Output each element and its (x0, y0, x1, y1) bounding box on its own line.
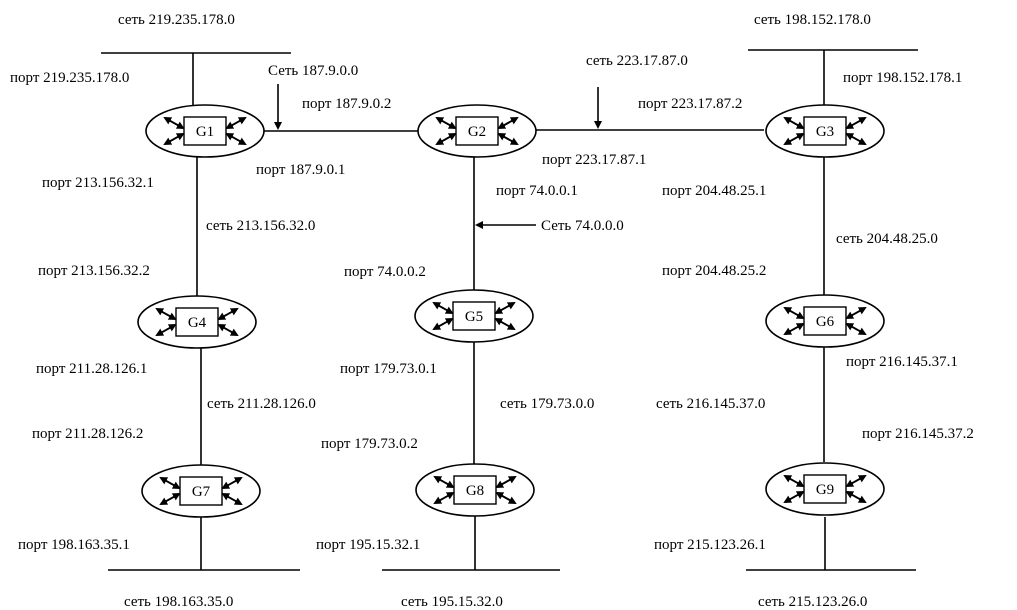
gateway-arrow (784, 117, 805, 129)
gateway-arrow (436, 117, 457, 129)
gateway-g2: G2 (417, 104, 537, 158)
gateway-arrow (434, 476, 455, 488)
port-label-198-163: порт 198.163.35.1 (18, 537, 130, 553)
gateway-box (453, 475, 497, 505)
gateway-arrow (221, 493, 242, 505)
gateway-arrow (845, 491, 866, 503)
gateway-g4: G4 (137, 295, 257, 349)
gateway-arrow (845, 323, 866, 335)
gateway-label: G1 (196, 124, 214, 140)
gateway-arrow (784, 491, 805, 503)
gateway-g9: G9 (765, 462, 885, 516)
gateway-arrow (221, 477, 242, 489)
gateway-g1: G1 (145, 104, 265, 158)
gateway-arrow (845, 133, 866, 145)
gateway-arrow (497, 117, 518, 129)
port-label-219: порт 219.235.178.0 (10, 70, 129, 86)
port-label-211-2: порт 211.28.126.2 (32, 426, 143, 442)
gateway-arrow (160, 477, 181, 489)
gateway-arrow (156, 324, 177, 336)
gateway-arrow (784, 323, 805, 335)
port-label-216-2: порт 216.145.37.2 (862, 426, 974, 442)
gateway-arrow (497, 133, 518, 145)
gateway-g5: G5 (414, 289, 534, 343)
port-label-179-2: порт 179.73.0.2 (321, 436, 418, 452)
port-label-198-152: порт 198.152.178.1 (843, 70, 962, 86)
net-label-219: сеть 219.235.178.0 (118, 12, 235, 28)
gateway-box (803, 474, 847, 504)
net-label-213: сеть 213.156.32.0 (206, 218, 315, 234)
gateway-arrow (845, 475, 866, 487)
gateway-arrow (845, 117, 866, 129)
net-label-195: сеть 195.15.32.0 (401, 594, 503, 610)
port-label-195: порт 195.15.32.1 (316, 537, 420, 553)
port-label-187-1: порт 187.9.0.1 (256, 162, 345, 178)
port-label-213-2: порт 213.156.32.2 (38, 263, 150, 279)
gateway-arrow (433, 318, 454, 330)
net-label-198-163: сеть 198.163.35.0 (124, 594, 233, 610)
gateway-label: G2 (468, 124, 486, 140)
port-label-74-2: порт 74.0.0.2 (344, 264, 426, 280)
gateway-label: G8 (466, 483, 484, 499)
port-label-215: порт 215.123.26.1 (654, 537, 766, 553)
net-label-204: сеть 204.48.25.0 (836, 231, 938, 247)
gateway-arrow (156, 308, 177, 320)
port-label-74-1: порт 74.0.0.1 (496, 183, 578, 199)
gateway-box (803, 116, 847, 146)
gateway-box (175, 307, 219, 337)
net-label-179: сеть 179.73.0.0 (500, 396, 594, 412)
gateway-label: G9 (816, 482, 834, 498)
gateway-arrow (436, 133, 457, 145)
gateway-g8: G8 (415, 463, 535, 517)
net-label-74: Сеть 74.0.0.0 (541, 218, 624, 234)
port-label-216-1: порт 216.145.37.1 (846, 354, 958, 370)
gateway-g3: G3 (765, 104, 885, 158)
net-label-198-152: сеть 198.152.178.0 (754, 12, 871, 28)
gateway-g6: G6 (765, 294, 885, 348)
gateway-arrow (164, 117, 185, 129)
gateway-arrow (160, 493, 181, 505)
gateway-arrow (217, 324, 238, 336)
gateway-arrow (494, 302, 515, 314)
gateway-arrow (217, 308, 238, 320)
gateway-arrow (225, 117, 246, 129)
gateway-box (183, 116, 227, 146)
gateway-arrow (784, 307, 805, 319)
net-label-216: сеть 216.145.37.0 (656, 396, 765, 412)
gateway-label: G5 (465, 309, 483, 325)
gateway-arrow (434, 492, 455, 504)
gateway-arrow (494, 318, 515, 330)
port-label-223-1: порт 223.17.87.1 (542, 152, 646, 168)
gateway-arrow (164, 133, 185, 145)
gateway-arrow (845, 307, 866, 319)
gateway-arrow (495, 476, 516, 488)
port-label-179-1: порт 179.73.0.1 (340, 361, 437, 377)
gateway-box (803, 306, 847, 336)
net-label-223: сеть 223.17.87.0 (586, 53, 688, 69)
gateway-label: G6 (816, 314, 835, 330)
port-label-223-2: порт 223.17.87.2 (638, 96, 742, 112)
net-label-187: Сеть 187.9.0.0 (268, 63, 358, 79)
gateway-arrow (784, 133, 805, 145)
gateway-box (452, 301, 496, 331)
gateway-box (179, 476, 223, 506)
port-label-211-1: порт 211.28.126.1 (36, 361, 147, 377)
gateway-box (455, 116, 499, 146)
net-label-211: сеть 211.28.126.0 (207, 396, 316, 412)
port-label-204-1: порт 204.48.25.1 (662, 183, 766, 199)
gateway-g7: G7 (141, 464, 261, 518)
gateway-label: G3 (816, 124, 834, 140)
gateway-arrow (784, 475, 805, 487)
gateway-label: G4 (188, 315, 207, 331)
gateway-label: G7 (192, 484, 211, 500)
net-label-215: сеть 215.123.26.0 (758, 594, 867, 610)
gateway-arrow (495, 492, 516, 504)
port-label-204-2: порт 204.48.25.2 (662, 263, 766, 279)
port-label-213-1: порт 213.156.32.1 (42, 175, 154, 191)
port-label-187-2: порт 187.9.0.2 (302, 96, 391, 112)
gateway-arrow (225, 133, 246, 145)
gateway-arrow (433, 302, 454, 314)
